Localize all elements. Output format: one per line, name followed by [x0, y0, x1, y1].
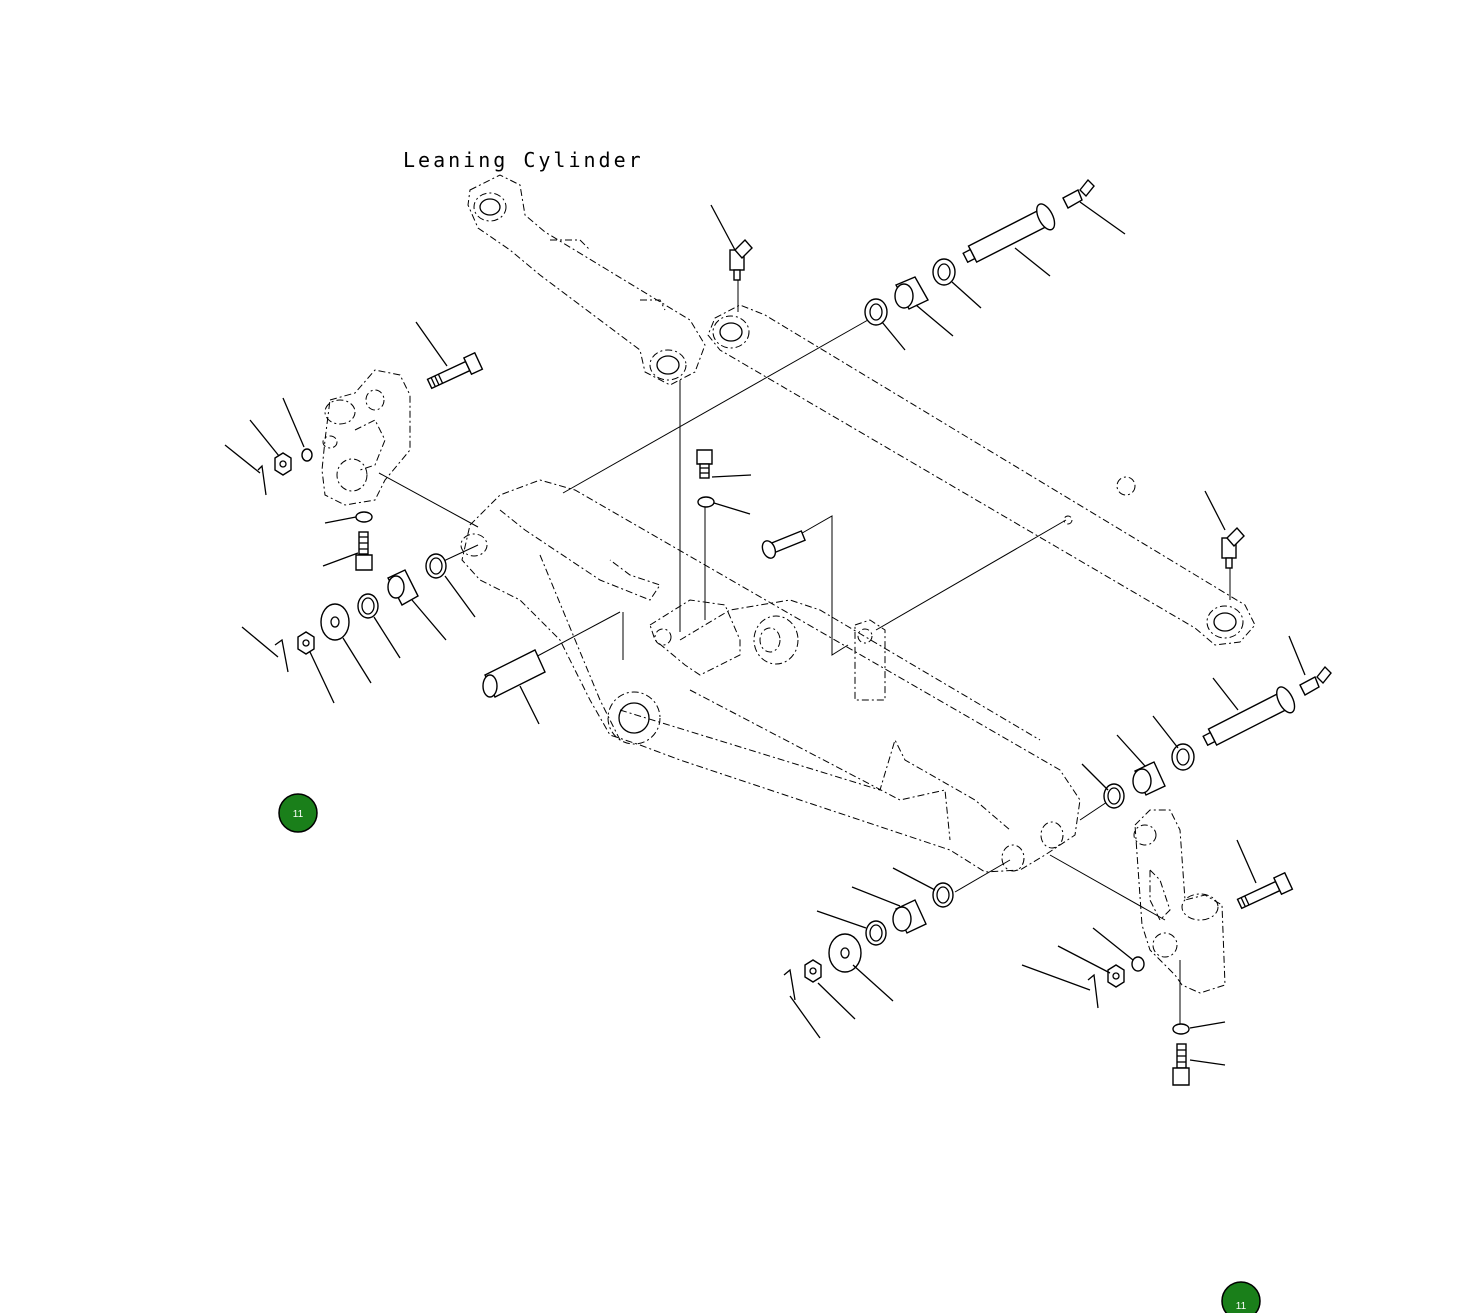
seal-upper-2: [932, 258, 956, 286]
washer-center: [697, 496, 715, 508]
seal-left-inner: [357, 593, 379, 619]
washer-bottom: [1172, 1023, 1190, 1035]
seal-lower-4: [865, 920, 887, 946]
pin-lower: [1202, 686, 1296, 747]
right-bracket: [1133, 809, 1226, 994]
diagram-caption: Leaning Cylinder: [403, 148, 644, 172]
grease-bolt-left: [355, 531, 373, 571]
parts-left: [257, 351, 806, 698]
parts-upper-right: [729, 178, 1245, 569]
badge-label: 11: [1236, 1301, 1247, 1312]
seal-lower-2: [1103, 783, 1125, 809]
nut-lower-right: [804, 959, 822, 983]
cotter-pin-3: [783, 968, 796, 1001]
bolt-upper-left: [426, 351, 484, 390]
thrust-washer-right: [828, 933, 862, 973]
bolt-center-top: [696, 449, 713, 479]
bushing-lower-2: [892, 899, 927, 934]
pin-upper: [962, 203, 1056, 264]
assembly-lines: [378, 275, 1231, 1025]
pin-center: [482, 649, 546, 698]
grease-fitting-2: [1062, 178, 1095, 209]
seal-left-outer: [425, 553, 447, 579]
seal-lower-3: [932, 882, 954, 908]
grease-fitting-4: [1299, 665, 1332, 696]
left-bracket: [321, 369, 411, 506]
thrust-washer-left: [320, 603, 350, 641]
cotter-pin-2: [274, 638, 289, 673]
bushing-left: [387, 569, 419, 606]
bushing-lower: [1132, 761, 1166, 796]
seal-upper-1: [864, 298, 888, 326]
parts-lower-right: [783, 665, 1332, 1086]
bushing-upper: [894, 276, 929, 310]
leader-lines: [224, 201, 1306, 1066]
washer-lower-left: [355, 511, 373, 523]
nut-right: [1107, 964, 1125, 988]
cotter-pin-4: [1087, 973, 1099, 1009]
badge-label: 11: [293, 809, 304, 820]
grease-bolt-right: [1172, 1043, 1190, 1086]
page-ref-badge-2[interactable]: 11: [1221, 1281, 1261, 1313]
main-frame: [460, 479, 1081, 873]
nut-lower-left: [297, 631, 315, 655]
seal-lower-1: [1171, 743, 1195, 771]
pin-small-center: [761, 530, 806, 559]
bolt-lower-right: [1236, 871, 1294, 910]
cotter-pin-1: [257, 464, 267, 496]
badge-circle: [1221, 1281, 1261, 1313]
washer-small-1: [301, 448, 313, 462]
badge-circle: [278, 793, 318, 833]
grease-fitting-3: [1221, 526, 1245, 569]
grease-fitting-1: [729, 238, 753, 281]
page-ref-badge-1[interactable]: 11: [278, 793, 318, 833]
washer-small-2: [1131, 956, 1145, 972]
upper-link-arm: [707, 304, 1256, 646]
nut-upper-left: [274, 452, 292, 476]
leaning-cylinder: [467, 174, 706, 386]
